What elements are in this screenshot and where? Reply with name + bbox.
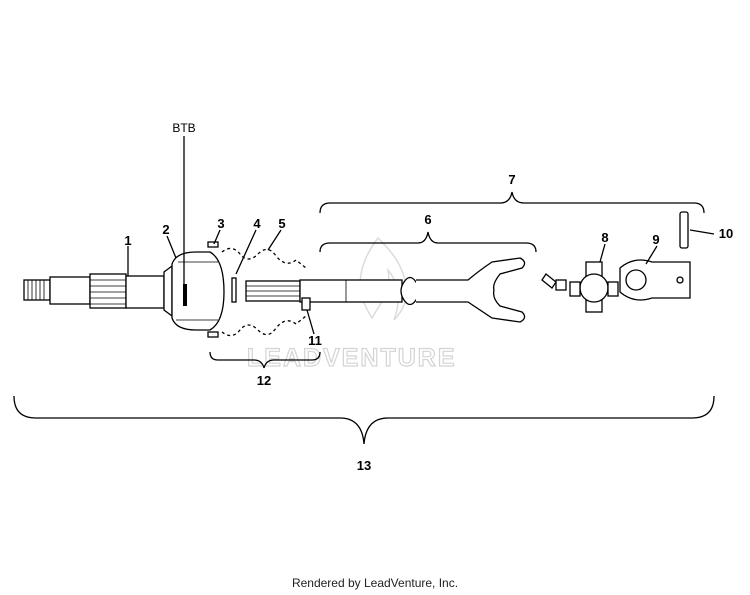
cv-joint-housing[interactable] — [171, 251, 225, 331]
u-joint-cross[interactable] — [569, 261, 619, 313]
roll-pin[interactable] — [679, 211, 689, 249]
callout-1: 1 — [124, 233, 131, 248]
callout-labels: BTB 1 2 3 4 5 6 7 8 9 10 11 12 13 — [124, 121, 733, 473]
callout-5: 5 — [278, 216, 285, 231]
inner-shaft[interactable] — [245, 280, 301, 302]
bracket-12 — [209, 351, 321, 369]
circlip[interactable] — [231, 277, 237, 303]
callout-3: 3 — [217, 216, 224, 231]
driveshaft-yoke[interactable] — [299, 257, 526, 323]
end-yoke[interactable] — [619, 259, 691, 301]
parts-diagram: LEADVENTURE — [13, 121, 733, 473]
leader-lines — [127, 136, 715, 335]
callout-4: 4 — [253, 216, 261, 231]
watermark: LEADVENTURE — [246, 236, 457, 373]
footer-credit: Rendered by LeadVenture, Inc. — [291, 576, 459, 590]
callout-8: 8 — [601, 230, 608, 245]
callout-9: 9 — [652, 232, 659, 247]
callout-13: 13 — [357, 458, 371, 473]
callout-11: 11 — [308, 333, 322, 348]
callout-7: 7 — [508, 172, 515, 187]
grease-fitting[interactable] — [541, 273, 567, 291]
callout-10: 10 — [719, 226, 733, 241]
watermark-text: LEADVENTURE — [247, 344, 457, 372]
callout-btb: BTB — [172, 121, 195, 135]
brackets — [13, 191, 715, 445]
callout-2: 2 — [162, 222, 169, 237]
axle-shaft[interactable] — [23, 264, 173, 318]
bearing-cap[interactable] — [301, 297, 311, 311]
callout-6: 6 — [424, 212, 431, 227]
bracket-13 — [13, 395, 715, 445]
bracket-7 — [319, 191, 705, 214]
clamp[interactable] — [207, 241, 219, 338]
watermark-flame-icon — [359, 236, 407, 321]
boot[interactable] — [221, 247, 307, 337]
callout-12: 12 — [257, 373, 271, 388]
bracket-6 — [319, 231, 537, 253]
